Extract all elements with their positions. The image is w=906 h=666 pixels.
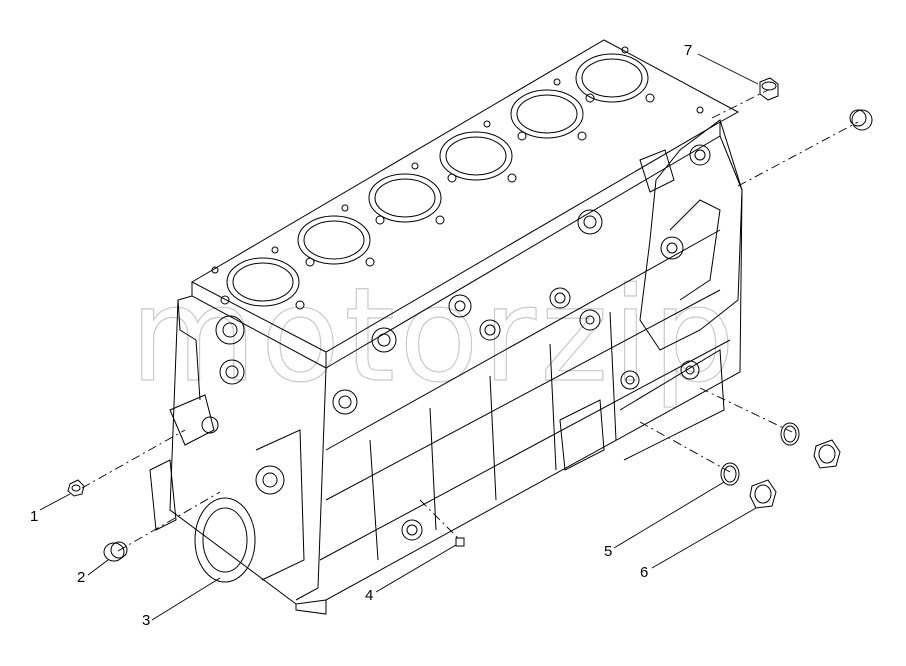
callout-1: 1 (30, 508, 38, 525)
leader-lines (39, 53, 759, 621)
plug-upper-right (849, 109, 873, 131)
callout-5: 5 (604, 543, 612, 560)
callout-7: 7 (684, 42, 692, 59)
watermark: motorzip (130, 259, 739, 411)
axis-lines (81, 89, 859, 552)
callout-3: 3 (142, 612, 150, 629)
part-4-nozzle-plug (455, 537, 465, 547)
deck-holes (211, 46, 704, 310)
part-2-sleeve-plug (103, 541, 128, 562)
part-1-small-plug (67, 479, 85, 497)
callout-6: 6 (640, 564, 648, 581)
callout-4: 4 (365, 587, 373, 604)
engine-block (149, 39, 743, 615)
part-5-o-ring-lower (720, 462, 740, 486)
part-6-threaded-plug-upper (813, 439, 841, 469)
cylinder-bores (226, 53, 649, 307)
callout-2: 2 (77, 569, 85, 586)
part-6-threaded-plug-lower (749, 479, 777, 509)
part-5-o-ring-upper (780, 422, 800, 446)
part-7-hex-plug (759, 77, 779, 101)
